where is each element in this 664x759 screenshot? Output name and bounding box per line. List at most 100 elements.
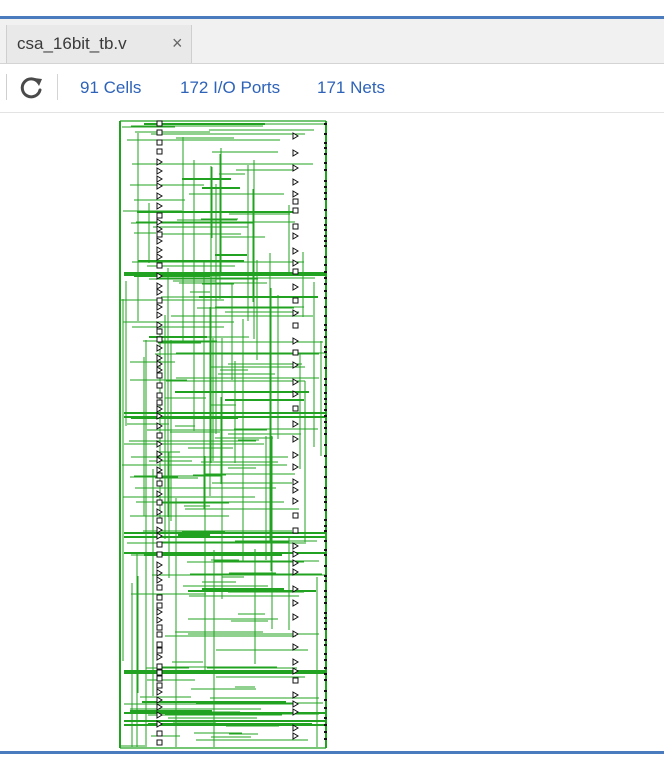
- cell-box[interactable]: [156, 432, 163, 439]
- cell-box[interactable]: [292, 207, 299, 214]
- io-port-glyph[interactable]: [292, 643, 299, 651]
- io-port-glyph[interactable]: [156, 450, 163, 458]
- io-port-glyph[interactable]: [292, 232, 299, 240]
- cell-box[interactable]: [156, 372, 163, 379]
- cell-box[interactable]: [292, 349, 299, 356]
- io-port-glyph[interactable]: [292, 700, 299, 708]
- tab-csa-16bit-tb[interactable]: csa_16bit_tb.v ×: [6, 25, 192, 63]
- io-port-glyph[interactable]: [156, 158, 163, 166]
- io-port-glyph[interactable]: [156, 175, 163, 183]
- io-port-glyph[interactable]: [156, 711, 163, 719]
- io-port-glyph[interactable]: [156, 405, 163, 413]
- cell-box[interactable]: [156, 739, 163, 746]
- io-port-glyph[interactable]: [292, 585, 299, 593]
- cell-box[interactable]: [292, 223, 299, 230]
- io-port-glyph[interactable]: [292, 667, 299, 675]
- cell-box[interactable]: [156, 148, 163, 155]
- io-port-glyph[interactable]: [156, 360, 163, 368]
- io-port-glyph[interactable]: [292, 178, 299, 186]
- io-port-glyph[interactable]: [156, 490, 163, 498]
- io-port-glyph[interactable]: [156, 167, 163, 175]
- cell-box[interactable]: [156, 730, 163, 737]
- io-port-glyph[interactable]: [292, 149, 299, 157]
- io-port-glyph[interactable]: [292, 361, 299, 369]
- cell-box[interactable]: [156, 541, 163, 548]
- io-port-glyph[interactable]: [156, 225, 163, 233]
- io-port-glyph[interactable]: [156, 466, 163, 474]
- cell-box[interactable]: [156, 262, 163, 269]
- io-ports-count-link[interactable]: 172 I/O Ports: [180, 78, 281, 97]
- cell-box[interactable]: [156, 641, 163, 648]
- io-port-glyph[interactable]: [292, 463, 299, 471]
- io-port-glyph[interactable]: [156, 344, 163, 352]
- cell-box[interactable]: [292, 677, 299, 684]
- cell-box[interactable]: [156, 212, 163, 219]
- io-port-glyph[interactable]: [156, 688, 163, 696]
- io-port-glyph[interactable]: [292, 724, 299, 732]
- io-port-glyph[interactable]: [292, 613, 299, 621]
- cell-box[interactable]: [156, 336, 163, 343]
- io-port-glyph[interactable]: [292, 390, 299, 398]
- io-port-glyph[interactable]: [156, 354, 163, 362]
- io-port-glyph[interactable]: [292, 378, 299, 386]
- io-port-glyph[interactable]: [156, 311, 163, 319]
- cell-box[interactable]: [156, 551, 163, 558]
- io-port-glyph[interactable]: [156, 561, 163, 569]
- cell-box[interactable]: [156, 663, 163, 670]
- cell-box[interactable]: [292, 268, 299, 275]
- io-port-glyph[interactable]: [292, 486, 299, 494]
- cell-box[interactable]: [156, 120, 163, 127]
- io-port-glyph[interactable]: [156, 696, 163, 704]
- io-port-glyph[interactable]: [156, 440, 163, 448]
- io-port-glyph[interactable]: [156, 218, 163, 226]
- io-port-glyph[interactable]: [156, 192, 163, 200]
- cell-box[interactable]: [156, 399, 163, 406]
- io-port-glyph[interactable]: [156, 532, 163, 540]
- cell-box[interactable]: [156, 472, 163, 479]
- io-port-glyph[interactable]: [292, 420, 299, 428]
- io-port-glyph[interactable]: [156, 237, 163, 245]
- cell-box[interactable]: [156, 139, 163, 146]
- cell-box[interactable]: [156, 231, 163, 238]
- cell-box[interactable]: [156, 675, 163, 682]
- io-port-glyph[interactable]: [292, 247, 299, 255]
- refresh-icon[interactable]: [18, 74, 46, 102]
- io-port-glyph[interactable]: [156, 720, 163, 728]
- io-port-glyph[interactable]: [292, 708, 299, 716]
- cell-box[interactable]: [292, 405, 299, 412]
- schematic-diagram[interactable]: [0, 113, 664, 751]
- io-port-glyph[interactable]: [292, 259, 299, 267]
- cell-box[interactable]: [156, 594, 163, 601]
- cell-box[interactable]: [156, 631, 163, 638]
- cell-box[interactable]: [156, 392, 163, 399]
- io-port-glyph[interactable]: [156, 608, 163, 616]
- io-port-glyph[interactable]: [156, 202, 163, 210]
- cell-box[interactable]: [156, 480, 163, 487]
- io-port-glyph[interactable]: [156, 321, 163, 329]
- io-port-glyph[interactable]: [156, 569, 163, 577]
- cell-box[interactable]: [292, 297, 299, 304]
- cell-box[interactable]: [156, 297, 163, 304]
- cell-box[interactable]: [156, 382, 163, 389]
- cell-box[interactable]: [292, 512, 299, 519]
- cell-box[interactable]: [156, 669, 163, 676]
- io-port-glyph[interactable]: [292, 630, 299, 638]
- cell-box[interactable]: [292, 198, 299, 205]
- io-port-glyph[interactable]: [156, 456, 163, 464]
- io-port-glyph[interactable]: [156, 246, 163, 254]
- io-port-glyph[interactable]: [292, 283, 299, 291]
- io-port-glyph[interactable]: [292, 435, 299, 443]
- io-port-glyph[interactable]: [156, 703, 163, 711]
- cell-box[interactable]: [156, 328, 163, 335]
- io-port-glyph[interactable]: [292, 190, 299, 198]
- io-port-glyph[interactable]: [156, 253, 163, 261]
- nets-count-link[interactable]: 171 Nets: [317, 78, 386, 97]
- io-port-glyph[interactable]: [292, 658, 299, 666]
- io-port-glyph[interactable]: [156, 282, 163, 290]
- close-icon[interactable]: ×: [172, 33, 183, 53]
- io-port-glyph[interactable]: [292, 599, 299, 607]
- cell-box[interactable]: [156, 584, 163, 591]
- cell-box[interactable]: [156, 647, 163, 654]
- io-port-glyph[interactable]: [292, 478, 299, 486]
- io-port-glyph[interactable]: [292, 559, 299, 567]
